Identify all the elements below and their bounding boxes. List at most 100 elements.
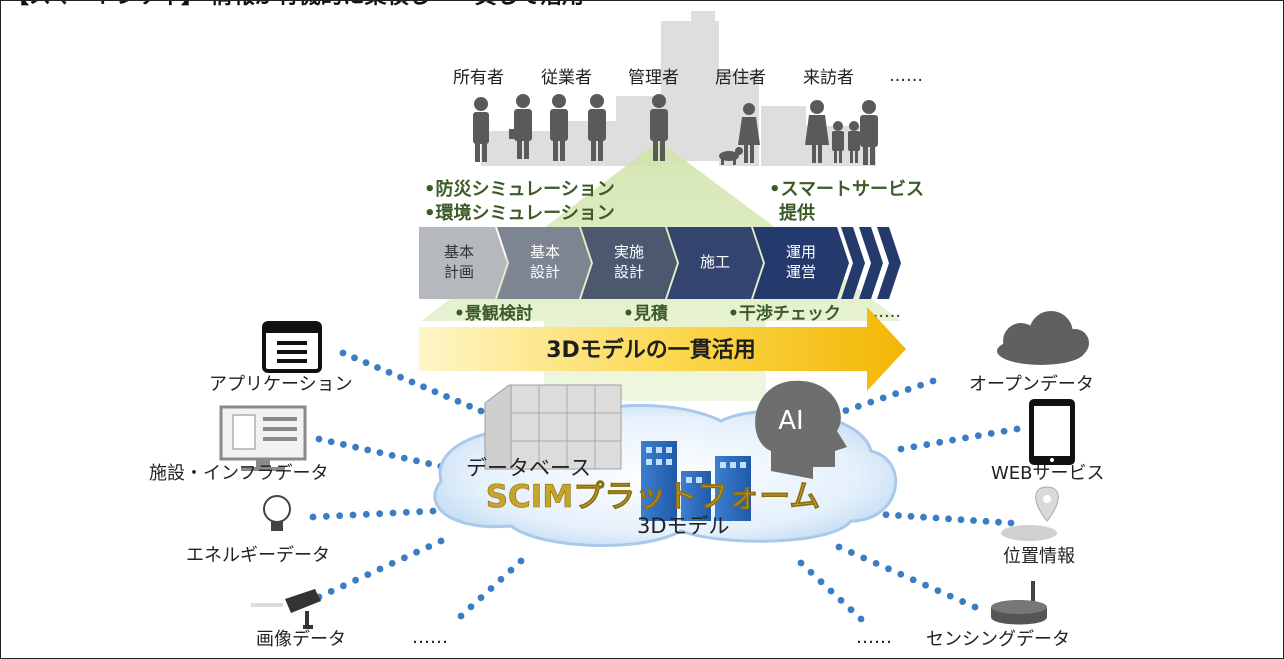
connection-dot	[401, 554, 408, 562]
connection-dot	[408, 378, 416, 386]
connection-dot	[413, 457, 420, 465]
note-smart-service: •スマートサービス	[769, 179, 924, 200]
connection-dot	[974, 432, 982, 440]
note-smart-service-provide: 提供	[779, 202, 815, 224]
connection-dot	[309, 513, 317, 521]
connection-dot	[982, 517, 990, 525]
connection-dot	[352, 443, 359, 451]
model-usage-label: 3Dモデルの一貫活用	[546, 337, 756, 363]
chevron-step-3	[581, 227, 677, 299]
connection-dot	[413, 548, 420, 556]
building-icon	[641, 441, 751, 521]
connection-dot	[397, 373, 404, 381]
chevron-step-1	[419, 227, 507, 299]
connection-dot	[897, 445, 905, 453]
connection-dot	[842, 407, 850, 414]
connection-dot	[327, 438, 335, 446]
people-silhouettes	[473, 94, 878, 165]
note-disaster-sim: •防災シミュレーション	[424, 178, 615, 200]
cctv-camera-icon	[251, 589, 321, 629]
connection-dot	[872, 559, 880, 567]
note-estimate: •見積	[623, 303, 669, 324]
process-chevrons	[419, 227, 901, 299]
connection-dot	[454, 397, 462, 405]
connection-dot	[807, 568, 815, 576]
source-left-etc: ……	[412, 627, 448, 648]
label-visitor: 来訪者	[803, 68, 854, 88]
connection-dot	[904, 386, 912, 393]
chevron-step-4	[667, 227, 763, 299]
connection-dot	[437, 537, 445, 545]
connection-dot	[917, 381, 924, 389]
connection-dot	[352, 576, 359, 584]
connection-dot	[467, 603, 475, 611]
source-image: 画像データ	[256, 629, 346, 650]
connection-dot	[945, 515, 952, 523]
source-open-data: オープンデータ	[969, 374, 1094, 395]
connection-dot	[946, 592, 954, 600]
connection-dot	[487, 585, 495, 592]
connection-dot	[907, 512, 915, 520]
connection-dot	[443, 393, 450, 400]
source-energy: エネルギーデータ	[186, 545, 330, 566]
source-web-service: WEBサービス	[991, 463, 1105, 484]
chevron-step-5	[753, 227, 849, 299]
connection-dot	[400, 454, 408, 462]
connection-dot	[339, 349, 347, 357]
connection-dot	[1013, 425, 1021, 433]
model-usage-arrow	[419, 307, 906, 391]
connection-dot	[949, 436, 956, 444]
ai-head-icon: AI	[755, 380, 847, 479]
connection-dot	[882, 511, 890, 519]
server-rack-icon	[484, 384, 622, 470]
step-2-line2: 設計	[530, 263, 560, 281]
note-environment-sim: •環境シミュレーション	[424, 202, 615, 224]
chevron-tail-1	[841, 227, 865, 299]
connection-dot	[1000, 427, 1008, 435]
connection-dot	[457, 612, 465, 620]
note-interference: •干渉チェック	[728, 303, 841, 324]
connection-dot	[817, 578, 825, 586]
connection-dot	[929, 377, 937, 385]
connection-dot	[879, 394, 887, 402]
tablet-icon	[1029, 399, 1075, 465]
connection-dot	[932, 514, 940, 522]
connection-dot	[477, 594, 485, 602]
connection-dot	[429, 507, 437, 515]
connection-dot	[376, 510, 384, 518]
connection-dot	[970, 517, 977, 524]
step-2-line1: 基本	[530, 243, 560, 261]
connection-dot	[1007, 519, 1015, 527]
source-location: 位置情報	[1003, 546, 1075, 567]
label-resident: 居住者	[715, 68, 766, 88]
connection-dot	[364, 446, 372, 454]
connection-dot	[922, 581, 929, 589]
step-1-line1: 基本	[444, 243, 474, 261]
chevron-tail-2	[859, 227, 883, 299]
connection-dot	[920, 513, 927, 521]
connection-dot	[466, 402, 473, 410]
connection-dot	[388, 451, 396, 459]
connection-dot	[389, 509, 397, 517]
connection-dot	[327, 588, 335, 595]
map-pin-icon	[1001, 486, 1059, 541]
light-bulb-icon	[263, 495, 291, 531]
ai-label: AI	[778, 406, 803, 436]
connection-dot	[885, 565, 892, 573]
chevron-step-2	[497, 227, 591, 299]
connection-dot	[322, 512, 330, 520]
connection-dot	[385, 368, 393, 376]
connection-dot	[362, 510, 370, 518]
connection-dot	[364, 571, 372, 578]
connection-dot	[362, 359, 370, 367]
connection-dot	[995, 518, 1002, 526]
connection-dot	[854, 402, 862, 410]
connection-dot	[431, 388, 439, 396]
connection-dot	[835, 543, 843, 551]
connection-dot	[388, 560, 396, 567]
connection-dot	[349, 511, 357, 519]
connection-dot	[860, 554, 868, 562]
connection-dot	[425, 543, 433, 550]
step-3-line2: 設計	[614, 263, 644, 281]
